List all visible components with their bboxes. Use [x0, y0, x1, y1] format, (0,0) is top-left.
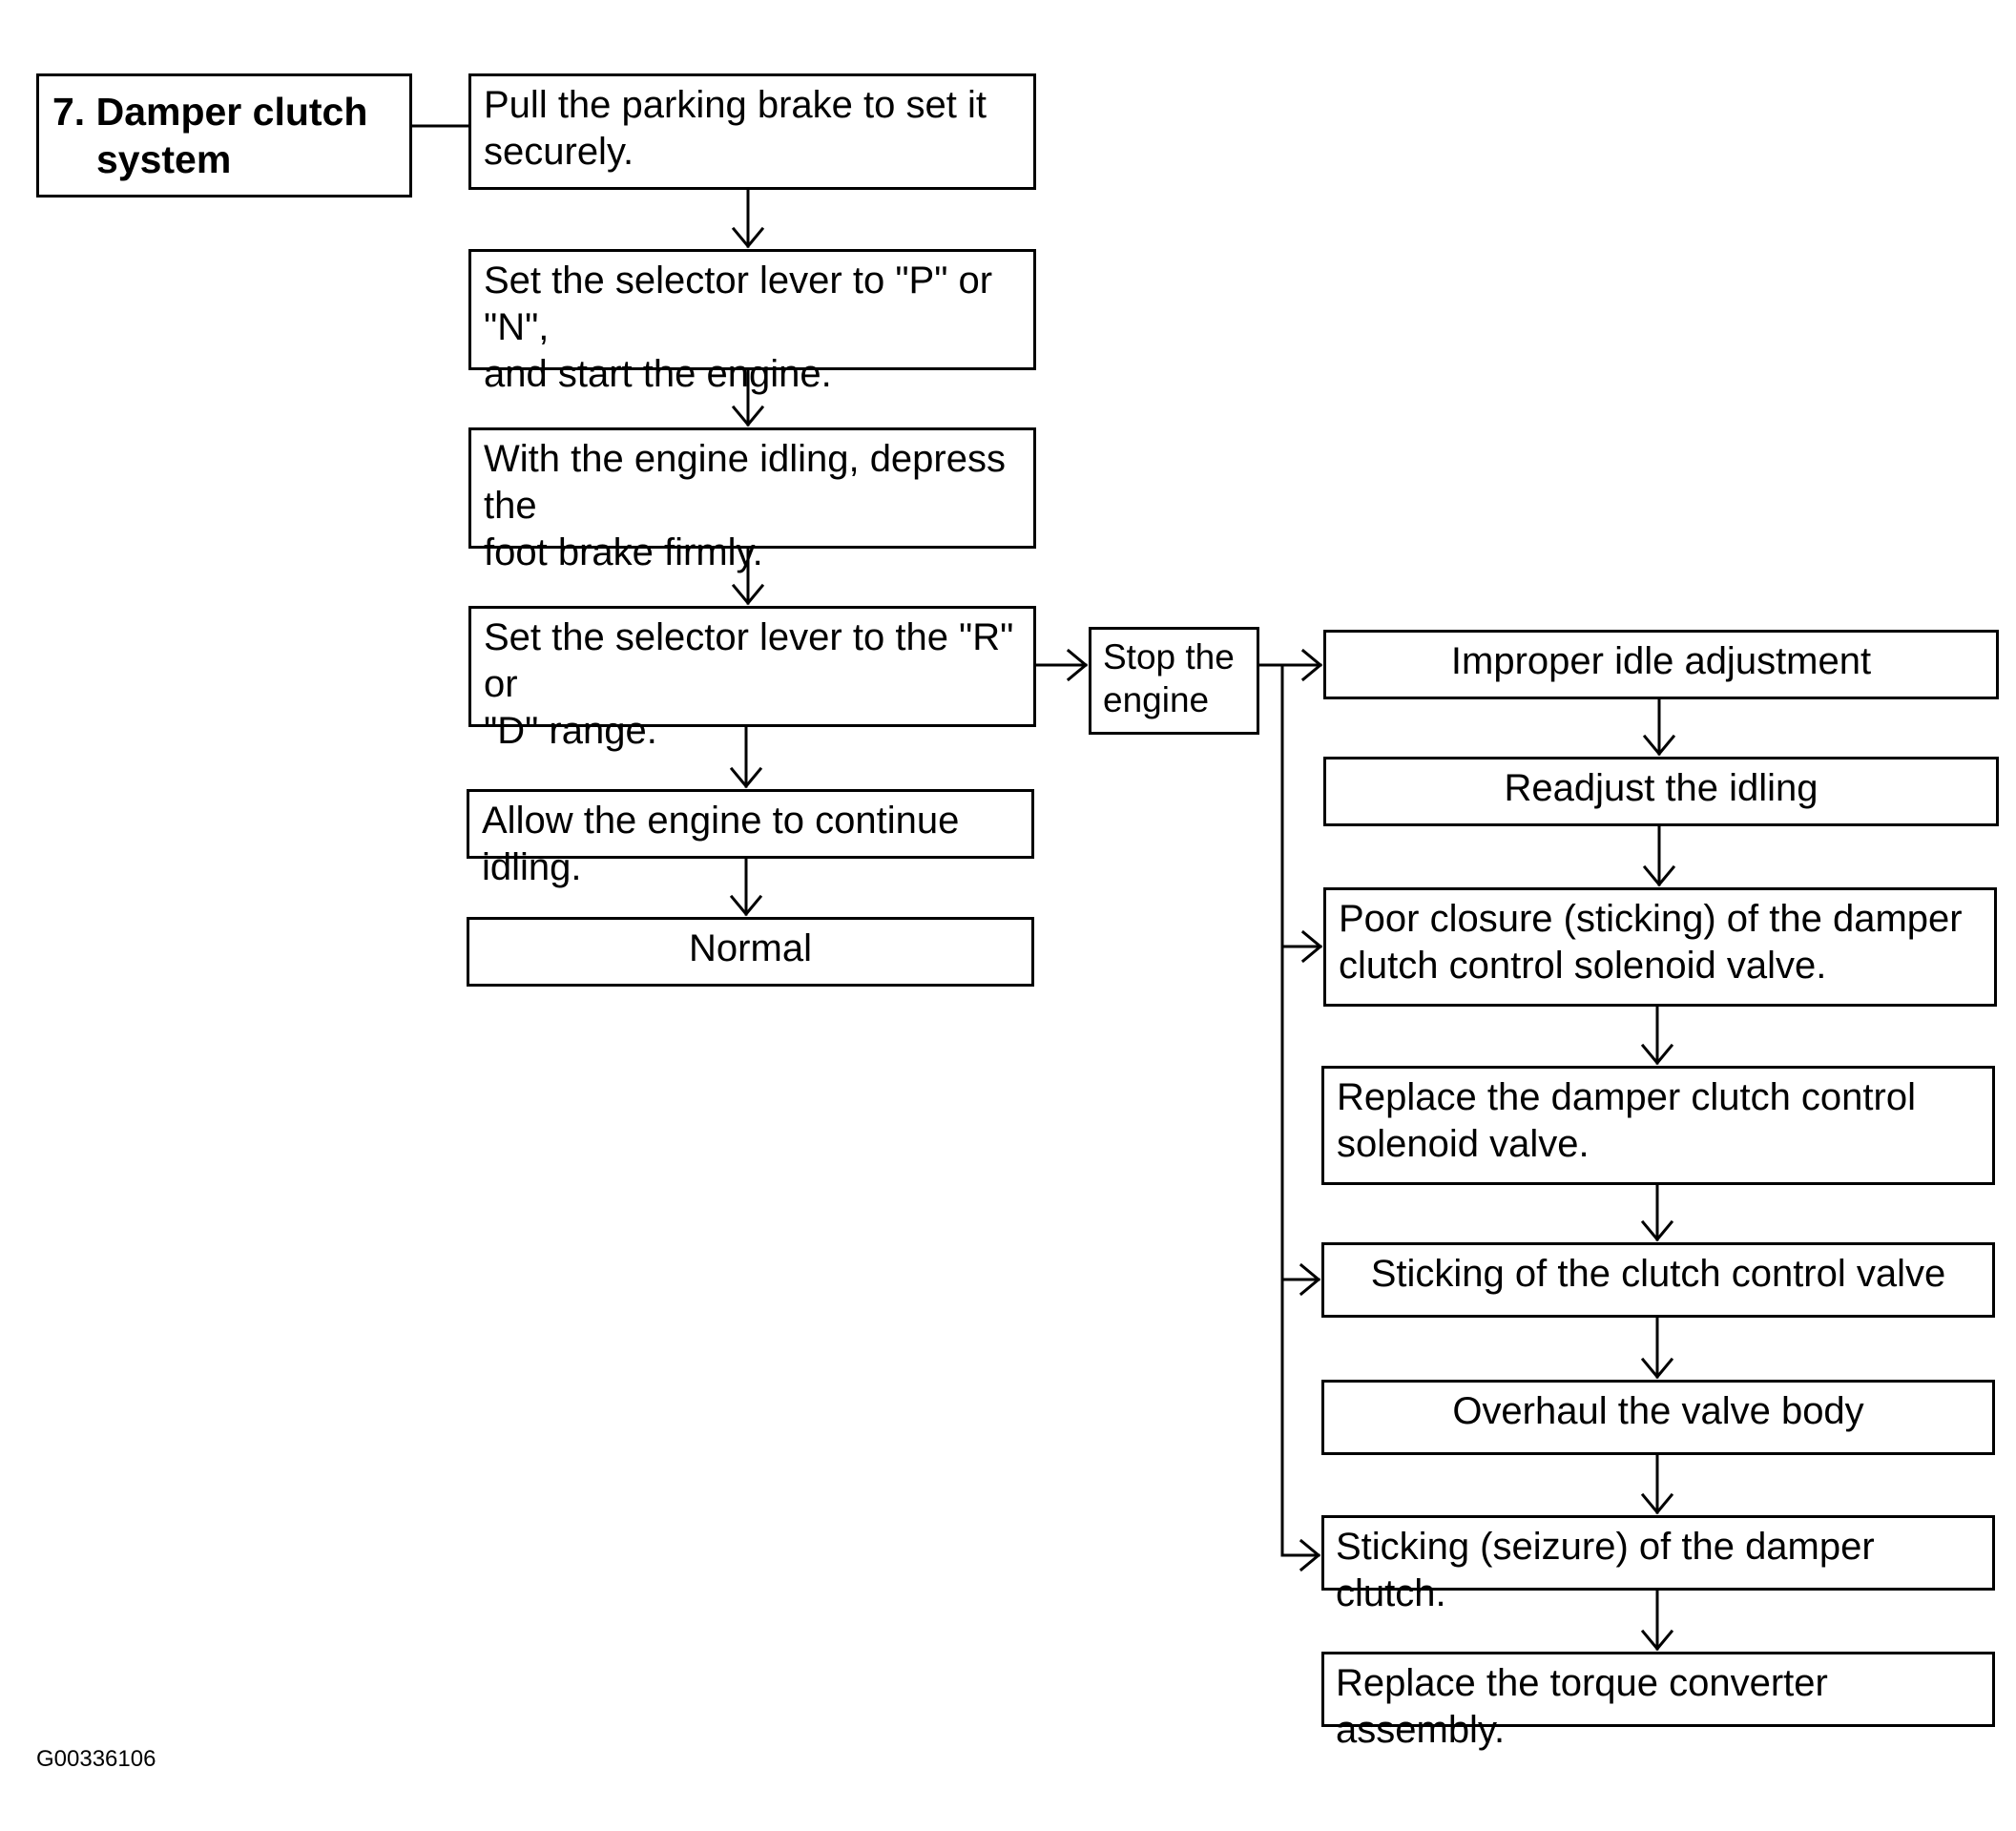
- step-2-line-2: and start the engine.: [484, 353, 832, 395]
- remedy-overhaul-valve-body: Overhaul the valve body: [1321, 1380, 1995, 1455]
- step-set-selector-p-n: Set the selector lever to "P" or "N", an…: [468, 249, 1036, 395]
- step-continue-idling: Allow the engine to continue idling.: [467, 789, 1034, 888]
- arrowhead-diag4-to-remedy4: [1640, 1629, 1674, 1652]
- remedy-readjust-idling: Readjust the idling: [1323, 757, 1999, 826]
- remedy-1-text: Readjust the idling: [1504, 767, 1819, 809]
- arrowhead-5-to-6: [729, 894, 763, 917]
- arrowhead-bus-to-diag-4: [1299, 1538, 1321, 1572]
- diag-improper-idle: Improper idle adjustment: [1323, 630, 1999, 699]
- diag-poor-closure-solenoid: Poor closure (sticking) of the damper cl…: [1323, 887, 1997, 1007]
- remedy-replace-torque-converter: Replace the torque converter assembly.: [1321, 1652, 1995, 1751]
- remedy-2-line-2: solenoid valve.: [1337, 1123, 1590, 1165]
- arrowhead-remedy2-to-diag3: [1640, 1219, 1674, 1242]
- arrowhead-diag1-to-remedy1: [1642, 734, 1676, 757]
- diag-2-line-1: Poor closure (sticking) of the damper: [1339, 898, 1963, 940]
- step-2-line-1: Set the selector lever to "P" or "N",: [484, 260, 993, 348]
- step-3-line-2: foot brake firmly.: [484, 531, 763, 573]
- arrowhead-bus-to-diag-2: [1300, 929, 1323, 964]
- step-5-text: Allow the engine to continue idling.: [482, 800, 960, 888]
- step-4-line-2: "D" range.: [484, 710, 657, 752]
- title-box: 7. Damper clutch system: [36, 73, 412, 198]
- step-pull-parking-brake: Pull the parking brake to set it securel…: [468, 73, 1036, 190]
- result-normal-text: Normal: [689, 927, 812, 969]
- diag-1-text: Improper idle adjustment: [1450, 640, 1872, 682]
- step-set-selector-r-d: Set the selector lever to the "R" or "D"…: [468, 606, 1036, 752]
- remedy-2-line-1: Replace the damper clutch control: [1337, 1076, 1916, 1118]
- arrowhead-bus-to-diag-3: [1299, 1262, 1321, 1297]
- remedy-replace-solenoid: Replace the damper clutch control soleno…: [1321, 1066, 1995, 1185]
- stop-line-1: Stop the: [1103, 637, 1235, 676]
- remedy-3-text: Overhaul the valve body: [1452, 1390, 1864, 1432]
- figure-code: G00336106: [36, 1746, 156, 1772]
- diag-3-text: Sticking of the clutch control valve: [1370, 1253, 1946, 1295]
- arrowhead-remedy3-to-diag4: [1640, 1492, 1674, 1515]
- arrowhead-stop-to-diag-1: [1300, 648, 1323, 682]
- diag-2-line-2: clutch control solenoid valve.: [1339, 945, 1827, 987]
- title-line-2: system: [96, 137, 232, 181]
- result-normal: Normal: [467, 917, 1034, 987]
- step-3-line-1: With the engine idling, depress the: [484, 438, 1006, 527]
- arrowhead-1-to-2: [731, 226, 765, 249]
- diag-sticking-control-valve: Sticking of the clutch control valve: [1321, 1242, 1995, 1318]
- arrowhead-3-to-4: [731, 583, 765, 606]
- title-line-1: 7. Damper clutch: [52, 90, 368, 134]
- arrowhead-4-to-5: [729, 766, 763, 789]
- stop-line-2: engine: [1103, 680, 1210, 719]
- diag-4-text: Sticking (seizure) of the damper clutch.: [1336, 1526, 1875, 1614]
- arrowhead-2-to-3: [731, 405, 765, 427]
- step-4-line-1: Set the selector lever to the "R" or: [484, 616, 1014, 705]
- remedy-4-text: Replace the torque converter assembly.: [1336, 1662, 1828, 1751]
- step-1-line-1: Pull the parking brake to set it: [484, 84, 987, 126]
- arrowhead-diag3-to-remedy3: [1640, 1357, 1674, 1380]
- step-stop-engine: Stop the engine: [1089, 627, 1259, 735]
- arrowhead-4-to-stop: [1066, 648, 1089, 682]
- arrowhead-remedy1-to-diag2: [1642, 864, 1676, 887]
- step-depress-foot-brake: With the engine idling, depress the foot…: [468, 427, 1036, 573]
- arrowhead-diag2-to-remedy2: [1640, 1043, 1674, 1066]
- step-1-line-2: securely.: [484, 131, 634, 173]
